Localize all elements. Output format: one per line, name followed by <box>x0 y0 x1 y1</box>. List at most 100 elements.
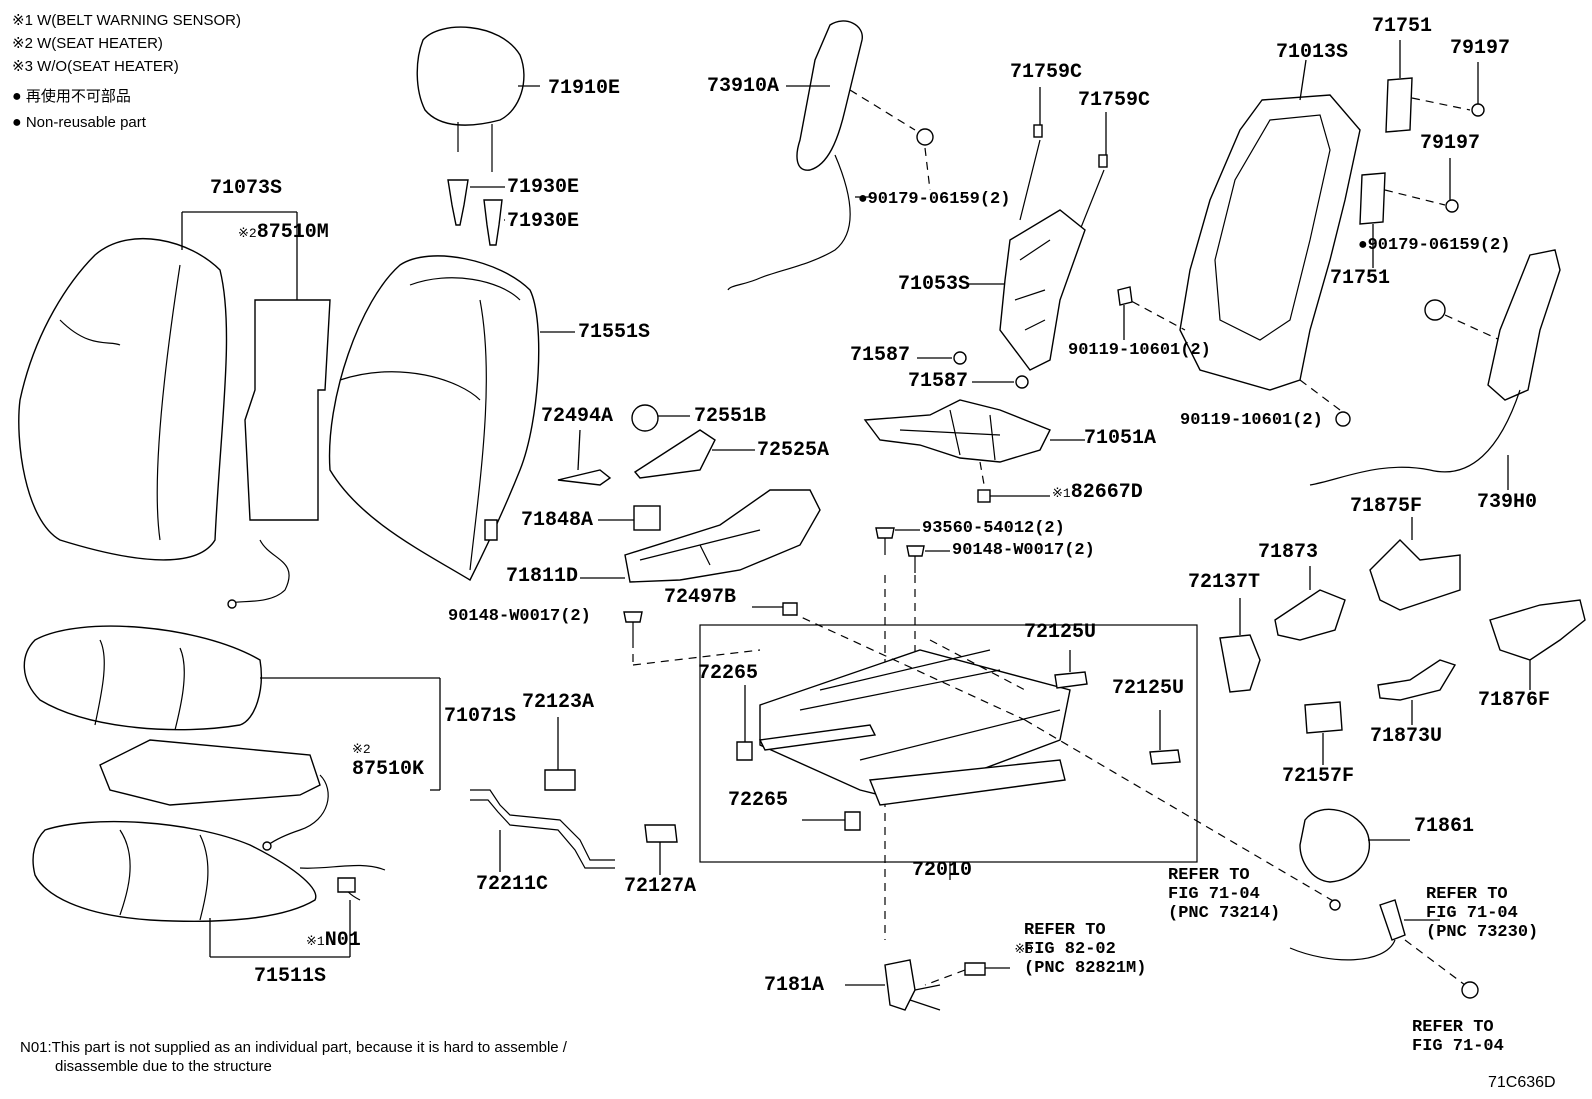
part-label-90119-a: 90119-10601(2) <box>1068 341 1211 360</box>
part-label-71848A: 71848A <box>521 509 594 532</box>
bullet-icon: ● <box>12 114 22 131</box>
seat-belt-buckle <box>1289 899 1479 999</box>
part-label-71511S: 71511S <box>254 965 327 988</box>
belt-warning-sensor-N01 <box>299 864 386 901</box>
part-label-N01: ※1N01 <box>306 930 361 953</box>
knob-parts <box>557 404 755 486</box>
cover-71875F <box>1369 517 1461 611</box>
part-number-87510M: 87510M <box>256 221 329 244</box>
bullet-icon: ● <box>12 88 22 105</box>
legend-note-3: ※3 W/O(SEAT HEATER) <box>12 58 179 75</box>
part-label-87510M: ※287510M <box>238 222 329 245</box>
marker-87510M: ※2 <box>238 226 257 241</box>
part-label-90179-b: ●90179-06159(2) <box>1358 234 1510 257</box>
cover-71861 <box>1299 808 1410 883</box>
part-label-82667D: ※182667D <box>1052 482 1143 505</box>
legend-note-2: ※2 W(SEAT HEATER) <box>12 35 163 52</box>
seatback-cover-71073S <box>18 211 298 561</box>
cover-71873U <box>1377 659 1457 725</box>
part-label-71873U: 71873U <box>1370 725 1443 748</box>
part-label-72123A: 72123A <box>522 691 595 714</box>
cover-71876F <box>1489 599 1586 690</box>
seatback-side-frame-71053S <box>968 87 1108 371</box>
part-label-72010: 72010 <box>912 859 973 882</box>
seatback-heater-87510M <box>227 299 331 609</box>
wire-72211C <box>470 789 615 872</box>
seat-adjuster-72010 <box>699 611 1341 906</box>
non-reusable-icon: ● <box>858 190 868 208</box>
part-label-71551S: 71551S <box>578 321 651 344</box>
footnote-line-1: N01:This part is not supplied as an indi… <box>20 1039 567 1056</box>
headrest-support-71930E <box>447 179 505 246</box>
part-label-90148-a: 90148-W0017(2) <box>952 541 1095 560</box>
side-airbag-739H0 <box>1309 249 1561 490</box>
part-label-71811D: 71811D <box>506 565 579 588</box>
part-label-90179-a: ●90179-06159(2) <box>858 188 1010 211</box>
part-label-87510K: ※2 87510K <box>352 740 424 780</box>
clip-71848A <box>598 505 661 531</box>
cover-71751-upper <box>1385 40 1485 133</box>
part-label-79197-a: 79197 <box>1450 37 1511 60</box>
part-number-82667D: 82667D <box>1070 481 1143 504</box>
clip-71587 <box>917 351 1029 389</box>
part-number-90179-b: 90179-06159(2) <box>1367 236 1511 255</box>
side-shield-71811D <box>580 489 821 583</box>
part-label-71751-b: 71751 <box>1330 267 1391 290</box>
part-label-72265-b: 72265 <box>728 789 789 812</box>
part-label-79197-b: 79197 <box>1420 132 1481 155</box>
marker-N01: ※1 <box>306 934 325 949</box>
part-label-71053S: 71053S <box>898 273 971 296</box>
seat-switch-7181A <box>845 959 1010 1011</box>
part-label-72551B: 72551B <box>694 405 767 428</box>
marker-82667D: ※1 <box>1052 486 1071 501</box>
part-label-71587-a: 71587 <box>850 344 911 367</box>
part-label-72125U-a: 72125U <box>1024 621 1097 644</box>
marker-ref-3: ※3 <box>1014 942 1034 957</box>
headrest-71910E <box>416 26 540 172</box>
part-label-72265-a: 72265 <box>698 662 759 685</box>
cover-72157F <box>1304 701 1343 765</box>
part-label-71930E-b: 71930E <box>507 210 580 233</box>
cushion-heater-87510K <box>99 739 329 851</box>
refer-to-fig-71-04-pnc-73230: REFER TO FIG 71-04 (PNC 73230) <box>1426 885 1539 942</box>
part-label-72497B: 72497B <box>664 586 737 609</box>
cover-72137T <box>1219 598 1261 693</box>
part-label-71873: 71873 <box>1258 541 1319 564</box>
part-label-72494A: 72494A <box>541 405 614 428</box>
part-label-71751-a: 71751 <box>1372 15 1433 38</box>
part-label-739H0: 739H0 <box>1477 491 1538 514</box>
side-airbag-73910A <box>727 20 934 291</box>
part-label-71875F: 71875F <box>1350 495 1423 518</box>
part-label-72137T: 72137T <box>1188 571 1261 594</box>
clip-72123A <box>544 717 576 791</box>
legend-non-reusable-jp: ● 再使用不可部品 <box>12 86 131 108</box>
part-label-71861: 71861 <box>1414 815 1475 838</box>
clip-72127A <box>644 824 678 875</box>
part-label-90148-b: 90148-W0017(2) <box>448 607 591 626</box>
figure-id: 71C636D <box>1488 1074 1556 1091</box>
part-label-71759C-a: 71759C <box>1010 61 1083 84</box>
legend-non-reusable-jp-text: 再使用不可部品 <box>25 88 131 105</box>
refer-to-fig-71-04-pnc-73214: REFER TO FIG 71-04 (PNC 73214) <box>1168 866 1281 923</box>
non-reusable-icon: ● <box>1358 236 1368 254</box>
part-number-90179-a: 90179-06159(2) <box>867 190 1011 209</box>
marker-87510K: ※2 <box>352 742 371 757</box>
part-label-72525A: 72525A <box>757 439 830 462</box>
legend-non-reusable-text: Non-reusable part <box>25 114 146 131</box>
part-label-73910A: 73910A <box>707 75 780 98</box>
part-label-7181A: 7181A <box>764 974 825 997</box>
part-label-72157F: 72157F <box>1282 765 1355 788</box>
part-label-72125U-b: 72125U <box>1112 677 1185 700</box>
cover-71873 <box>1274 566 1346 641</box>
clip-72497B <box>752 602 798 616</box>
refer-marker-3: ※3 <box>994 921 1033 959</box>
part-label-71876F: 71876F <box>1478 689 1551 712</box>
refer-to-fig-71-04: REFER TO FIG 71-04 <box>1412 1018 1504 1056</box>
cushion-cover-71071S <box>23 625 441 791</box>
refer-to-fig-82-02: REFER TO FIG 82-02 (PNC 82821M) <box>1024 921 1147 978</box>
part-label-71013S: 71013S <box>1276 41 1349 64</box>
part-label-93560: 93560-54012(2) <box>922 519 1065 538</box>
part-label-72127A: 72127A <box>624 875 697 898</box>
part-number-87510K: 87510K <box>352 758 425 781</box>
part-label-90119-b: 90119-10601(2) <box>1180 411 1323 430</box>
